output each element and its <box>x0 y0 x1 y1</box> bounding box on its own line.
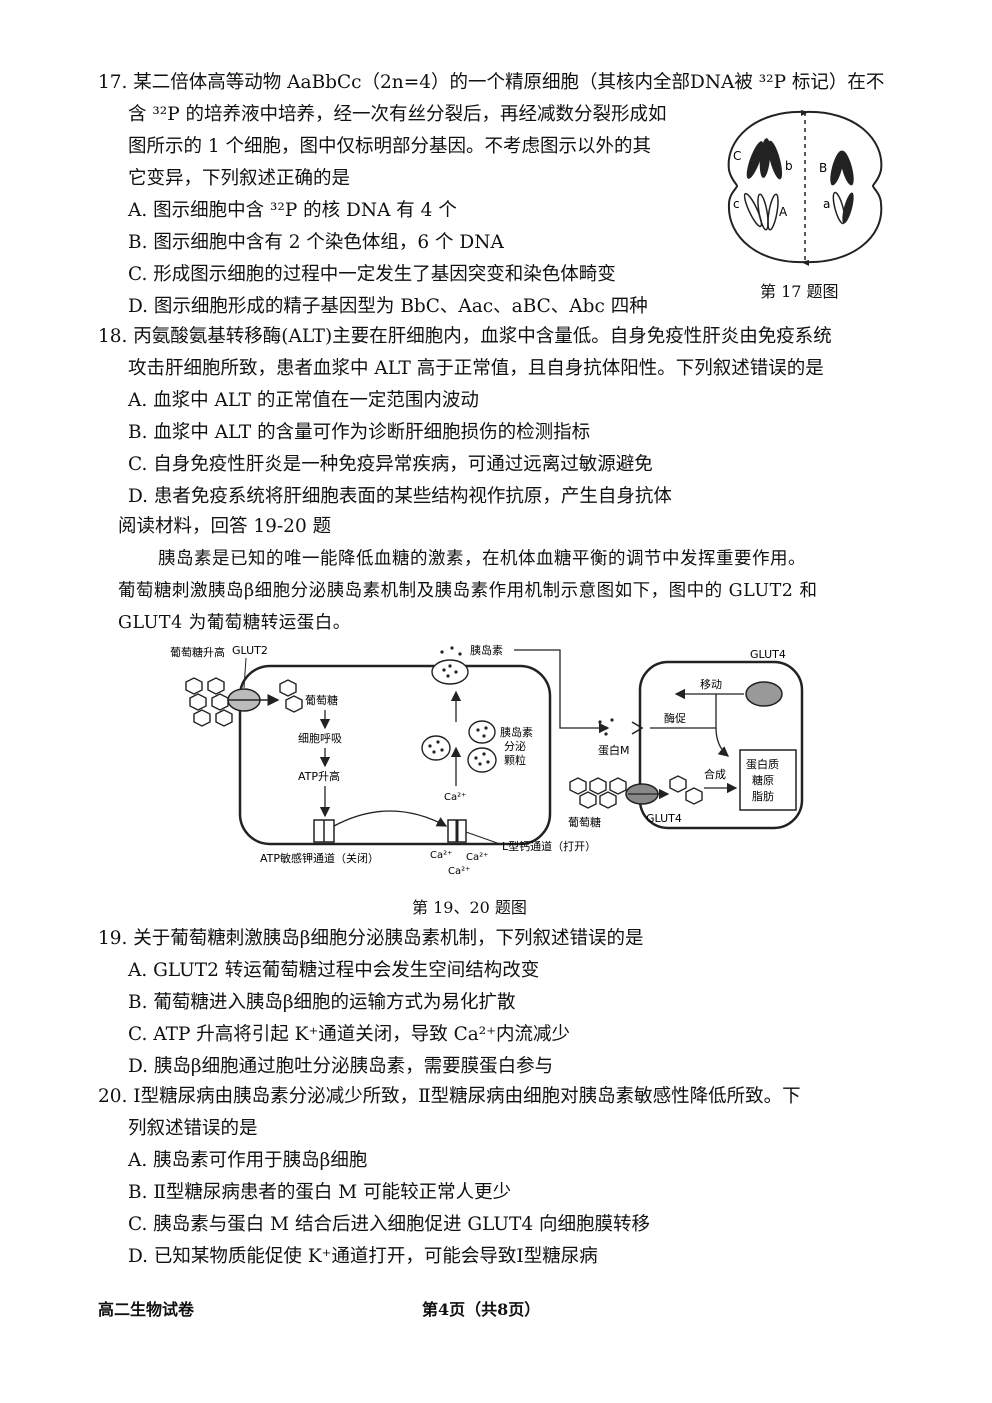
label-synthesis: 合成 <box>704 767 726 781</box>
reading-heading: 阅读材料，回答 19-20 题 <box>118 516 332 537</box>
label-granule-line1: 胰岛素 <box>500 725 533 739</box>
q20-stem-line1: 20. Ⅰ型糖尿病由胰岛素分泌减少所致，Ⅱ型糖尿病由细胞对胰岛素敏感性降低所致。… <box>98 1086 801 1107</box>
label-glucose-rise: 葡萄糖升高 <box>170 645 225 659</box>
label-promote: 酶促 <box>664 711 686 725</box>
q18-option-c: C. 自身免疫性肝炎是一种免疫异常疾病，可通过远离过敏源避免 <box>128 454 653 475</box>
q19-option-c: C. ATP 升高将引起 K⁺通道关闭，导致 Ca²⁺内流减少 <box>128 1024 570 1045</box>
chromosome-lower-left <box>743 192 779 231</box>
gene-b-lower: b <box>785 159 793 173</box>
glut4-vesicle <box>745 681 783 707</box>
q17-option-c: C. 形成图示细胞的过程中一定发生了基因突变和染色体畸变 <box>128 264 616 285</box>
label-product-fat: 脂肪 <box>752 789 774 803</box>
label-protein-m: 蛋白M <box>598 743 630 757</box>
label-k-channel: ATP敏感钾通道（关闭） <box>260 851 379 865</box>
protein-m-receptor <box>631 721 644 735</box>
chromosome-upper-right <box>830 150 854 186</box>
q17-option-d: D. 图示细胞形成的精子基因型为 BbC、Aac、aBC、Abc 四种 <box>128 296 648 317</box>
q20-option-d: D. 已知某物质能促使 K⁺通道打开，可能会导致Ⅰ型糖尿病 <box>128 1246 598 1267</box>
label-glut4-bottom: GLUT4 <box>646 812 682 825</box>
q19-option-a: A. GLUT2 转运葡萄糖过程中会发生空间结构改变 <box>128 960 540 981</box>
glucose-molecules-left <box>185 677 303 727</box>
gene-c-upper: C <box>733 149 741 163</box>
glucose-molecules-right <box>569 775 703 809</box>
label-glucose-inside: 葡萄糖 <box>305 693 338 707</box>
q17-figure-caption: 第 17 题图 <box>760 282 839 301</box>
label-ca-channel: L型钙通道（打开） <box>502 839 596 853</box>
q19-option-b: B. 葡萄糖进入胰岛β细胞的运输方式为易化扩散 <box>128 992 516 1013</box>
chromosome-lower-right <box>832 191 854 225</box>
footer-subject: 高二生物试卷 <box>98 1300 195 1319</box>
footer-page-number: 第4页（共8页） <box>422 1300 541 1319</box>
q20-option-c: C. 胰岛素与蛋白 M 结合后进入细胞促进 GLUT4 向细胞膜转移 <box>128 1214 650 1235</box>
beta-cell-membrane <box>238 664 552 846</box>
q18-option-d: D. 患者免疫系统将肝细胞表面的某些结构视作抗原，产生自身抗体 <box>128 486 672 507</box>
q20-option-a: A. 胰岛素可作用于胰岛β细胞 <box>128 1150 368 1171</box>
reading-paragraph-line1: 胰岛素是已知的唯一能降低血糖的激素，在机体血糖平衡的调节中发挥重要作用。 <box>158 549 806 569</box>
target-cell-membrane <box>638 660 804 830</box>
q20-stem-line2: 列叙述错误的是 <box>128 1118 258 1139</box>
q17-stem-line3: 图所示的 1 个细胞，图中仅标明部分基因。不考虑图示以外的其 <box>128 136 652 157</box>
insulin-mechanism-diagram: 葡萄糖升高 GLUT2 葡萄糖 细胞呼吸 ATP升高 ATP敏感钾通道（关闭） … <box>170 643 804 877</box>
label-glut2: GLUT2 <box>232 644 268 657</box>
label-glucose-outside: 葡萄糖 <box>568 815 601 829</box>
q17-cell-figure: C b B c A a <box>727 110 883 266</box>
reading-paragraph-line3: GLUT4 为葡萄糖转运蛋白。 <box>118 613 351 633</box>
label-ca-inside: Ca²⁺ <box>444 792 466 803</box>
label-insulin: 胰岛素 <box>470 643 503 657</box>
label-product-protein: 蛋白质 <box>746 757 779 771</box>
label-product-glycogen: 糖原 <box>752 773 774 787</box>
label-ca-outside-1: Ca²⁺ <box>430 850 452 861</box>
label-atp-rise: ATP升高 <box>298 769 340 783</box>
q19-option-d: D. 胰岛β细胞通过胞吐分泌胰岛素，需要膜蛋白参与 <box>128 1056 554 1077</box>
label-ca-outside-3: Ca²⁺ <box>448 866 470 877</box>
q17-option-b: B. 图示细胞中含有 2 个染色体组，6 个 DNA <box>128 232 504 253</box>
q19-20-figure-caption: 第 19、20 题图 <box>412 898 527 917</box>
label-ca-outside-2: Ca²⁺ <box>466 852 488 863</box>
q17-stem-line2: 含 ³²P 的培养液中培养，经一次有丝分裂后，再经减数分裂形成如 <box>128 104 667 125</box>
label-glut4-top: GLUT4 <box>750 648 786 661</box>
gene-a: a <box>823 197 830 211</box>
q18-stem-line2: 攻击肝细胞所致，患者血浆中 ALT 高于正常值，且自身抗体阳性。下列叙述错误的是 <box>128 358 824 379</box>
q18-option-b: B. 血浆中 ALT 的含量可作为诊断肝细胞损伤的检测指标 <box>128 422 591 443</box>
q18-option-a: A. 血浆中 ALT 的正常值在一定范围内波动 <box>128 390 479 411</box>
product-box <box>739 749 797 811</box>
q20-option-b: B. Ⅱ型糖尿病患者的蛋白 M 可能较正常人更少 <box>128 1182 512 1203</box>
gene-A: A <box>779 205 788 219</box>
q17-stem-line4: 它变异，下列叙述正确的是 <box>128 168 351 189</box>
label-cell-respiration: 细胞呼吸 <box>298 732 342 745</box>
q17-stem-line1: 17. 某二倍体高等动物 AaBbCc（2n=4）的一个精原细胞（其核内全部DN… <box>98 72 885 93</box>
q17-option-a: A. 图示细胞中含 ³²P 的核 DNA 有 4 个 <box>128 200 457 221</box>
label-move: 移动 <box>700 678 722 691</box>
gene-c-lower: c <box>733 197 740 211</box>
gene-B-upper: B <box>819 161 827 175</box>
label-granule-line3: 颗粒 <box>504 753 526 767</box>
reading-paragraph-line2: 葡萄糖刺激胰岛β细胞分泌胰岛素机制及胰岛素作用机制示意图如下，图中的 GLUT2… <box>118 581 818 601</box>
q18-stem-line1: 18. 丙氨酸氨基转移酶(ALT)主要在肝细胞内，血浆中含量低。自身免疫性肝炎由… <box>98 326 832 347</box>
q19-stem: 19. 关于葡萄糖刺激胰岛β细胞分泌胰岛素机制，下列叙述错误的是 <box>98 928 644 949</box>
label-granule-line2: 分泌 <box>504 740 526 753</box>
insulin-granules <box>421 659 497 773</box>
chromosome-upper-left <box>746 138 783 180</box>
